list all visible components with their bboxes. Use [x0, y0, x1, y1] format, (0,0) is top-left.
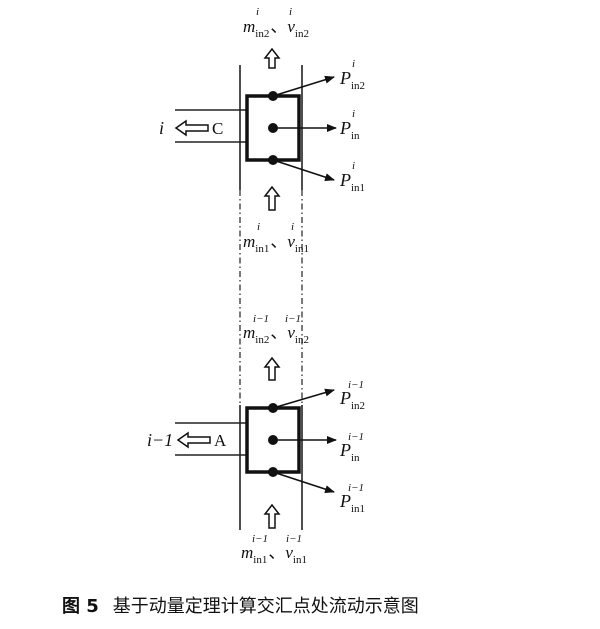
hollow-arrow-left-icon: [174, 119, 209, 137]
arrow-p-in1-lower: [272, 471, 335, 493]
figure-number: 图 5: [62, 596, 99, 617]
pressure-label-in-lower: Pin: [339, 440, 360, 464]
svg-text:i−1: i−1: [348, 379, 364, 391]
svg-text:i: i: [289, 6, 292, 18]
hollow-arrow-up-icon: [263, 356, 281, 381]
svg-text:i−1: i−1: [285, 313, 301, 325]
arrow-p-in1-upper: [272, 159, 335, 181]
junction-box-lower: [175, 356, 337, 529]
svg-text:i−1: i−1: [348, 482, 364, 494]
branch-label-lower: A: [214, 431, 227, 450]
svg-text:i: i: [291, 221, 294, 233]
svg-text:i: i: [256, 6, 259, 18]
flow-label-bottom-upper: min1、vin1: [243, 232, 309, 255]
junction-index-upper: i: [159, 118, 164, 138]
labels-lower: min2、vin2 i−1 i−1 min1、vin1 i−1 i−1 i−1 …: [147, 313, 365, 566]
channel-walls: [239, 65, 303, 530]
hollow-arrow-up-icon: [263, 47, 281, 69]
arrow-p-in2-upper: [272, 75, 335, 97]
svg-text:i: i: [352, 108, 355, 120]
svg-text:i: i: [352, 160, 355, 172]
pressure-label-in1-upper: Pin1: [339, 170, 365, 194]
svg-text:i−1: i−1: [286, 533, 302, 545]
flow-label-top-lower: min2、vin2: [243, 323, 309, 346]
branch-label-upper: C: [212, 119, 223, 138]
hollow-arrow-left-icon: [176, 431, 211, 449]
hollow-arrow-up-icon: [263, 503, 281, 529]
svg-text:i−1: i−1: [253, 313, 269, 325]
labels-upper: min2、vin2 i i min1、vin1 i i i C Pin2 i P…: [159, 6, 365, 255]
pressure-label-in-upper: Pin: [339, 118, 360, 142]
hollow-arrow-up-icon: [263, 185, 281, 211]
pressure-label-in2-lower: Pin2: [339, 388, 365, 412]
pressure-label-in1-lower: Pin1: [339, 491, 365, 515]
pressure-label-in2-upper: Pin2: [339, 68, 365, 92]
svg-text:i−1: i−1: [252, 533, 268, 545]
svg-text:i−1: i−1: [348, 431, 364, 443]
figure-caption: 图 5 基于动量定理计算交汇点处流动示意图: [62, 592, 419, 618]
svg-text:i: i: [257, 221, 260, 233]
figure-caption-text: 基于动量定理计算交汇点处流动示意图: [112, 596, 419, 617]
flow-label-top-upper: min2、vin2: [243, 17, 309, 40]
junction-index-lower: i−1: [147, 430, 173, 450]
svg-text:i: i: [352, 58, 355, 70]
junction-flow-diagram: min2、vin2 i i min1、vin1 i i i C Pin2 i P…: [147, 6, 365, 566]
arrow-p-in2-lower: [272, 388, 335, 409]
flow-label-bottom-lower: min1、vin1: [241, 543, 307, 566]
junction-box-upper: [174, 47, 337, 211]
